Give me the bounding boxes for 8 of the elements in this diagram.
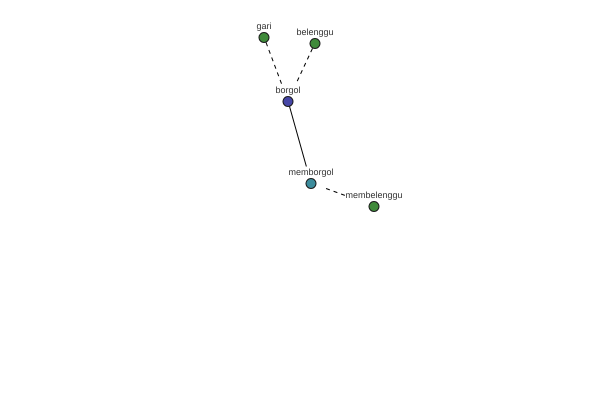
node-label: borgol: [275, 84, 301, 94]
node-label: membelenggu: [345, 190, 403, 200]
connector-line: [289, 106, 307, 167]
node-label: belenggu: [296, 26, 334, 36]
node-label: memborgol: [288, 166, 334, 176]
connector-line: [266, 42, 282, 85]
connector-line: [326, 188, 346, 196]
node-label: gari: [256, 20, 272, 30]
